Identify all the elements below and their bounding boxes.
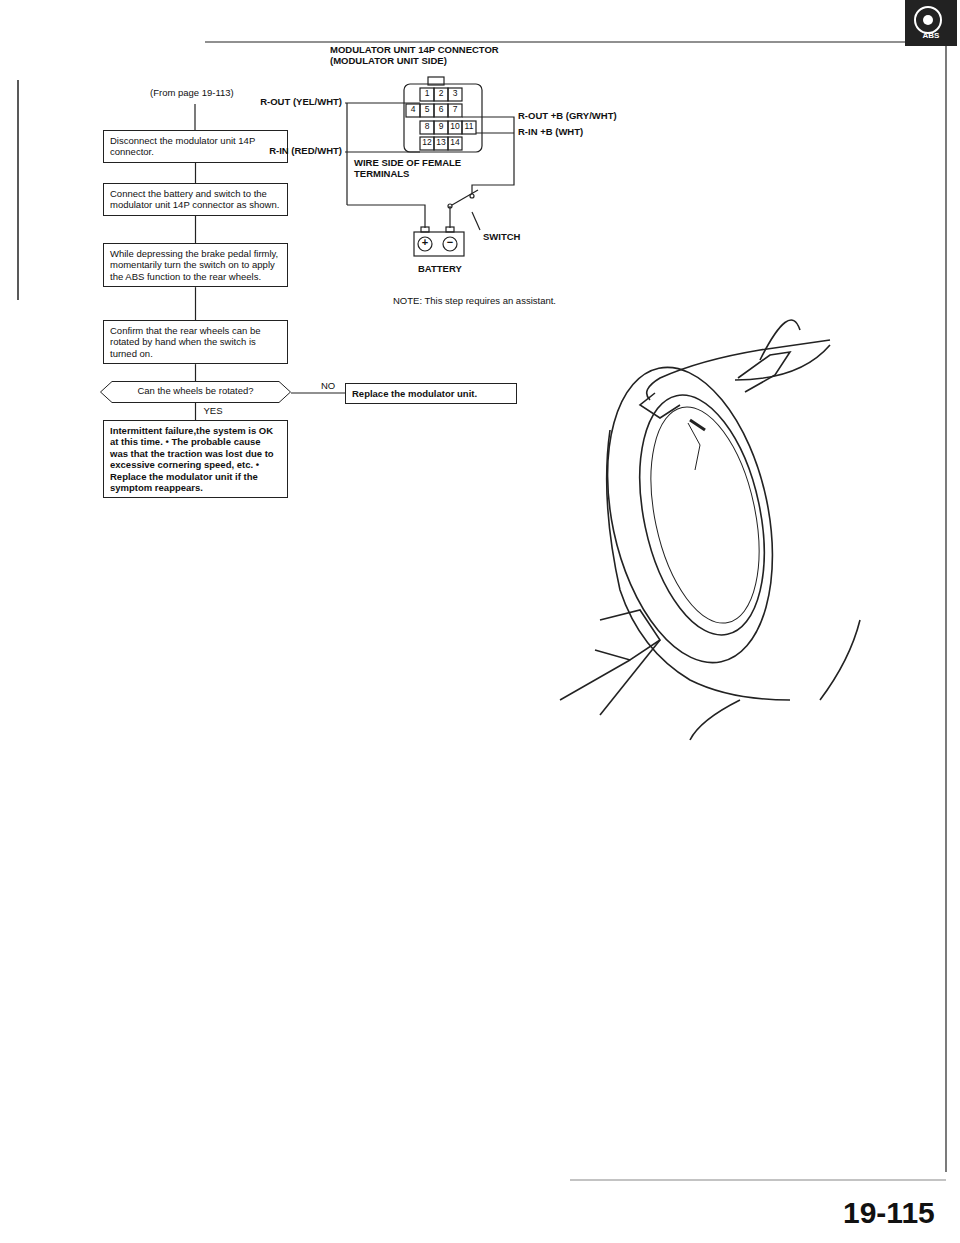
process-box: Disconnect the modulator unit 14P connec… — [103, 130, 288, 163]
branch-label: YES — [202, 405, 225, 416]
section-mark: ABS — [923, 31, 940, 40]
node-text: While depressing the brake pedal firmly,… — [104, 244, 287, 286]
pin-cell — [420, 88, 434, 101]
node-text: Can the wheels be rotated? — [100, 381, 291, 400]
pin-number: 3 — [453, 89, 458, 99]
node-text: Replace the modulator unit. — [346, 384, 516, 403]
pin-cell — [448, 121, 462, 134]
pin-number: 11 — [465, 122, 474, 132]
battery-symbol — [443, 237, 457, 251]
section-icon — [905, 0, 957, 46]
pin-cell — [434, 121, 448, 134]
node-text: Intermittent failure,the system is OK at… — [104, 421, 287, 497]
flow-connector — [291, 392, 345, 393]
pin-number: 2 — [439, 89, 444, 99]
switch-symbol — [448, 204, 452, 208]
pin-number: 5 — [425, 105, 430, 115]
pin-cell — [434, 137, 448, 150]
section-icon — [923, 15, 933, 25]
pin-cell — [462, 121, 476, 134]
pin-cell — [420, 121, 434, 134]
pin-number: 9 — [439, 122, 444, 132]
process-box: Confirm that the rear wheels can be rota… — [103, 320, 288, 364]
pin-number: 1 — [425, 89, 430, 99]
connector-housing — [404, 84, 482, 152]
pin-number: 13 — [436, 138, 445, 148]
pin-cell — [420, 137, 434, 150]
part-label: MODULATOR UNIT 14P CONNECTOR (MODULATOR … — [330, 45, 520, 67]
page-number: 19-115 — [843, 1196, 935, 1231]
wire-label: R-IN (RED/WHT) — [260, 146, 342, 157]
result-box: Intermittent failure,the system is OK at… — [103, 420, 288, 498]
part-label: (From page 19-113) — [150, 88, 234, 99]
wire — [450, 117, 514, 228]
pin-number: 12 — [422, 138, 431, 148]
pin-cell — [434, 104, 448, 117]
section-icon — [915, 7, 941, 33]
pin-cell — [434, 88, 448, 101]
connector-latch — [428, 77, 444, 85]
battery-symbol — [446, 227, 454, 232]
pin-number: 4 — [411, 105, 416, 115]
page-rule — [205, 41, 905, 42]
page-rule — [17, 80, 19, 300]
flow-connector — [195, 403, 196, 420]
pin-number: 7 — [453, 105, 458, 115]
branch-label: NO — [319, 380, 337, 391]
pin-cell — [448, 137, 462, 150]
flow-connector — [195, 216, 196, 243]
battery-symbol — [421, 227, 429, 232]
wheel-illustration — [560, 320, 860, 740]
leader-line — [472, 212, 480, 230]
page-rule — [570, 1179, 946, 1180]
part-label: WIRE SIDE OF FEMALE TERMINALS — [354, 158, 494, 180]
pin-cell — [420, 104, 434, 117]
node-text: Disconnect the modulator unit 14P connec… — [104, 131, 287, 162]
part-label: + — [422, 236, 428, 249]
battery-symbol — [418, 237, 432, 251]
pin-number: 6 — [439, 105, 444, 115]
pin-cells — [406, 88, 476, 150]
pin-number: 10 — [450, 122, 459, 132]
pin-number: 8 — [425, 122, 430, 132]
battery-symbol — [414, 232, 464, 256]
flow-line — [194, 104, 195, 130]
note-text: NOTE: This step requires an assistant. — [393, 296, 556, 307]
wire-label: R-OUT (YEL/WHT) — [260, 97, 342, 108]
switch-symbol — [452, 190, 478, 205]
pin-cell — [448, 104, 462, 117]
flow-connector — [195, 287, 196, 320]
wire-label: R-OUT +B (GRY/WHT) — [518, 111, 617, 122]
part-label: BATTERY — [418, 264, 462, 275]
decision-shape: Can the wheels be rotated? — [100, 381, 291, 403]
process-box: While depressing the brake pedal firmly,… — [103, 243, 288, 287]
pin-cell — [406, 104, 420, 117]
part-label: − — [447, 236, 453, 249]
part-label: SWITCH — [483, 232, 520, 243]
process-box: Connect the battery and switch to the mo… — [103, 183, 288, 216]
page-rule — [945, 46, 946, 1172]
wire-label: R-IN +B (WHT) — [518, 127, 583, 138]
flow-connector — [195, 364, 196, 381]
flow-connector — [195, 163, 196, 183]
pin-number: 14 — [450, 138, 459, 148]
node-text: Connect the battery and switch to the mo… — [104, 184, 287, 215]
action-box: Replace the modulator unit. — [345, 383, 517, 404]
pin-cell — [448, 88, 462, 101]
node-text: Confirm that the rear wheels can be rota… — [104, 321, 287, 363]
